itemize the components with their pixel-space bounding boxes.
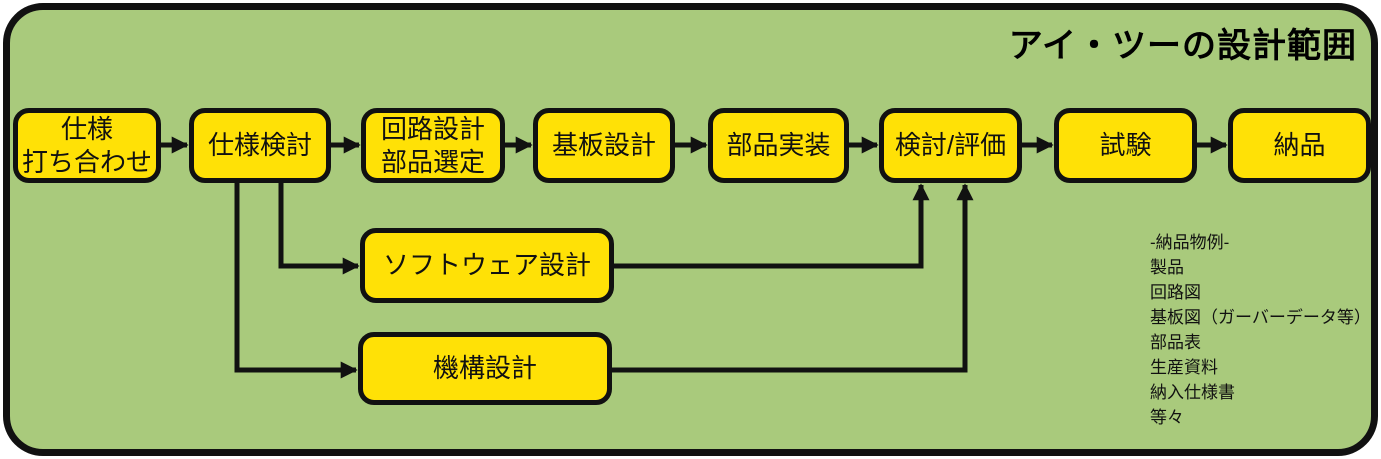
step-spec-review: 仕様検討: [189, 108, 331, 183]
deliverables-list: -納品物例- 製品 回路図 基板図（ガーバーデータ等） 部品表 生産資料 納入仕…: [1150, 230, 1371, 430]
step-circuit-design-parts-selection: 回路設計 部品選定: [361, 108, 505, 183]
deliverable-item: 回路図: [1150, 283, 1201, 302]
arrow-mechanical-to-review: [610, 183, 974, 373]
deliverable-item: 納入仕様書: [1150, 383, 1235, 402]
step-parts-mounting: 部品実装: [708, 108, 849, 183]
deliverables-heading: -納品物例-: [1150, 233, 1230, 252]
diagram-frame: [3, 3, 1378, 456]
arrow-spec-review-to-mechanical: [234, 181, 358, 379]
step-software-design: ソフトウェア設計: [360, 228, 614, 303]
diagram-title: アイ・ツーの設計範囲: [1008, 27, 1357, 65]
deliverable-item: 等々: [1150, 408, 1184, 427]
step-testing: 試験: [1054, 108, 1197, 183]
deliverable-item: 製品: [1150, 258, 1184, 277]
deliverable-item: 生産資料: [1150, 358, 1218, 377]
deliverable-item: 部品表: [1150, 333, 1201, 352]
deliverable-item: 基板図（ガーバーデータ等）: [1150, 308, 1371, 327]
arrow-software-to-review: [612, 183, 930, 269]
step-review-evaluation: 検討/評価: [879, 108, 1022, 183]
step-pcb-design: 基板設計: [533, 108, 675, 183]
step-spec-meeting: 仕様 打ち合わせ: [13, 108, 161, 183]
step-delivery: 納品: [1228, 108, 1371, 183]
step-mechanical-design: 機構設計: [358, 332, 612, 405]
arrow-spec-review-to-software: [278, 181, 360, 275]
